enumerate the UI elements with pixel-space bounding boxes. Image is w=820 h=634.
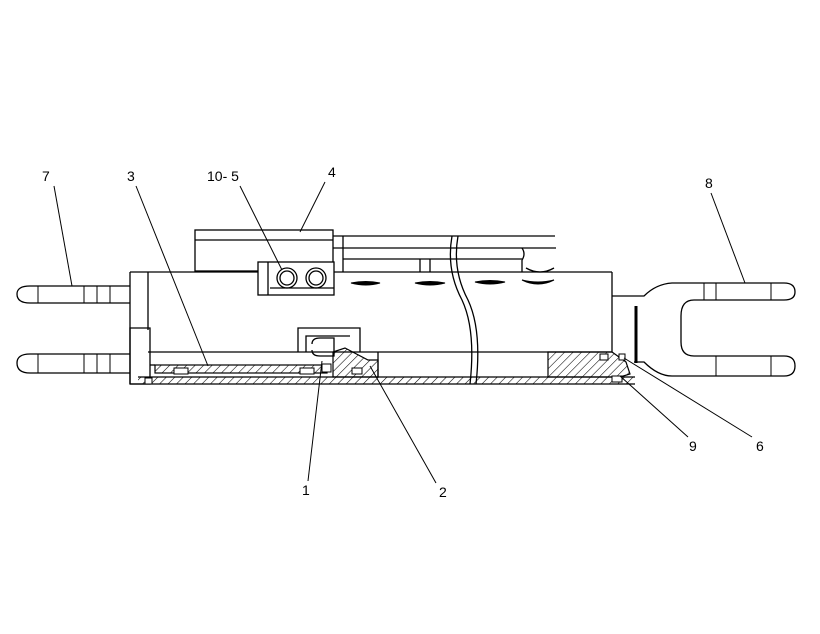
valve-manifold	[194, 229, 335, 296]
right-clevis	[633, 282, 796, 377]
cylinder-barrel	[129, 271, 635, 385]
piston-assembly	[297, 327, 379, 378]
callout-6: 6	[756, 438, 764, 454]
leader-lines	[53, 181, 753, 484]
left-rod-eye-mount	[16, 285, 130, 374]
callout-labels: 7 3 10- 5 4 8 1 2 9 6	[42, 164, 764, 500]
callout-3: 3	[127, 168, 135, 184]
callout-1: 1	[302, 482, 310, 498]
callout-8: 8	[705, 175, 713, 191]
guide-strip-item-3	[150, 364, 328, 375]
break-lines	[449, 235, 479, 385]
callout-7: 7	[42, 168, 50, 184]
callout-9: 9	[689, 438, 697, 454]
callout-4: 4	[328, 164, 336, 180]
callout-2: 2	[439, 484, 447, 500]
callout-10-5: 10- 5	[207, 168, 239, 184]
hydraulic-tube	[333, 235, 556, 286]
right-gland-seals	[547, 351, 631, 383]
left-end-cap	[129, 327, 153, 385]
